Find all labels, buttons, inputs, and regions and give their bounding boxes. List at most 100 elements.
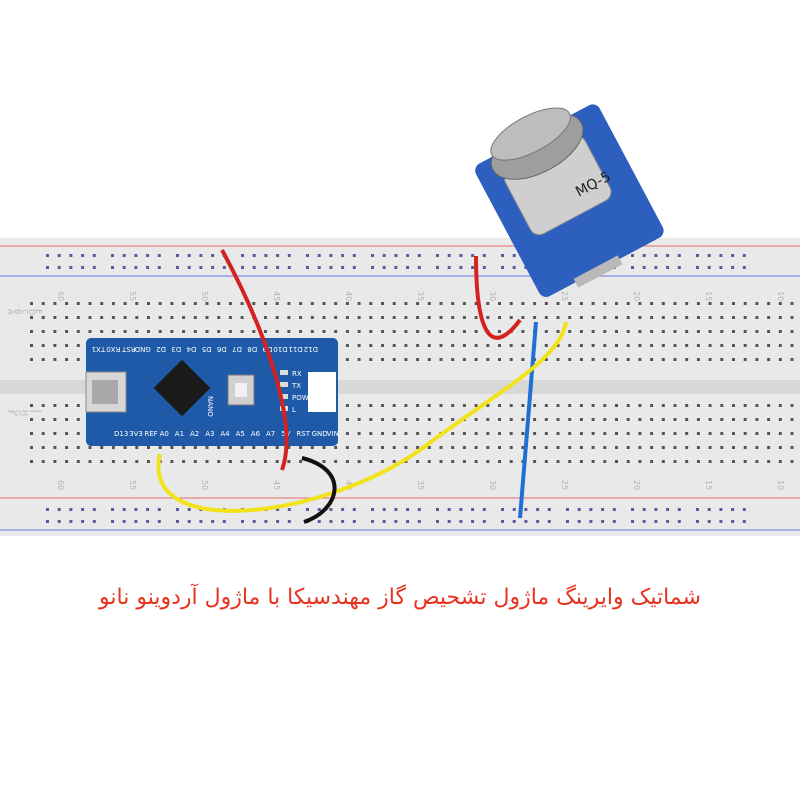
breadboard-hole (638, 344, 642, 347)
breadboard-hole (176, 254, 179, 257)
breadboard-hole (170, 316, 174, 319)
breadboard-hole (666, 254, 670, 257)
breadboard-hole (222, 520, 226, 523)
breadboard-hole (345, 330, 349, 333)
breadboard-hole (579, 418, 583, 421)
breadboard-hole (509, 432, 513, 435)
column-number: 45 (272, 291, 281, 301)
column-number: 15 (704, 480, 713, 490)
breadboard-hole (369, 432, 373, 435)
breadboard-hole (673, 404, 677, 407)
breadboard-hole (486, 418, 490, 421)
breadboard-hole (568, 446, 572, 449)
breadboard-hole (556, 460, 560, 463)
breadboard-hole (241, 254, 244, 257)
breadboard-hole (533, 316, 537, 319)
breadboard-hole (357, 302, 361, 305)
breadboard-hole (416, 418, 420, 421)
breadboard-hole (462, 330, 466, 333)
breadboard-hole (41, 316, 45, 319)
breadboard-hole (317, 254, 321, 257)
breadboard-hole (146, 520, 150, 523)
breadboard-hole (322, 316, 326, 319)
breadboard-hole (486, 404, 490, 407)
breadboard-hole (685, 460, 689, 463)
breadboard-hole (720, 432, 724, 435)
breadboard-hole (790, 446, 794, 449)
breadboard-hole (579, 302, 583, 305)
breadboard-hole (369, 460, 373, 463)
row-letter: F (6, 410, 15, 415)
breadboard-hole (790, 418, 794, 421)
breadboard-hole (459, 254, 463, 257)
breadboard-hole (778, 302, 782, 305)
breadboard-hole (654, 508, 658, 511)
breadboard-hole (673, 344, 677, 347)
nano-top-pin-label: D7 (232, 345, 242, 353)
breadboard-hole (677, 254, 681, 257)
breadboard-hole (719, 508, 723, 511)
nano-bottom-pin-label: GND (312, 430, 328, 438)
column-number: 30 (488, 480, 497, 490)
nano-led-label: L (292, 406, 296, 414)
breadboard-hole (439, 302, 443, 305)
breadboard-hole (685, 330, 689, 333)
breadboard-hole (416, 330, 420, 333)
breadboard-hole (264, 446, 267, 449)
breadboard-hole (123, 302, 127, 305)
breadboard-hole (329, 520, 333, 523)
breadboard-hole (157, 520, 161, 523)
column-number: 40 (344, 291, 353, 301)
breadboard-hole (482, 520, 486, 523)
breadboard-hole (685, 404, 689, 407)
breadboard-hole (666, 508, 670, 511)
breadboard-hole (589, 520, 593, 523)
breadboard-hole (650, 302, 654, 305)
breadboard-hole (603, 302, 607, 305)
breadboard-hole (357, 446, 361, 449)
breadboard-hole (76, 446, 80, 449)
nano-led-label: RX (292, 370, 302, 378)
breadboard-hole (427, 446, 431, 449)
breadboard-hole (264, 520, 268, 523)
breadboard-hole (708, 460, 712, 463)
breadboard-hole (92, 520, 96, 523)
column-number: 20 (632, 480, 641, 490)
breadboard-hole (673, 358, 677, 361)
breadboard-hole (53, 418, 57, 421)
breadboard-hole (439, 460, 443, 463)
nano-led-label: TX (291, 382, 301, 390)
breadboard-hole (228, 460, 232, 463)
breadboard-hole (615, 460, 618, 463)
breadboard-hole (30, 404, 33, 407)
breadboard-hole (732, 460, 735, 463)
breadboard-hole (568, 330, 572, 333)
breadboard-hole (778, 432, 782, 435)
nano-led (280, 382, 288, 387)
breadboard-hole (696, 404, 700, 407)
row-letter: H (20, 410, 29, 416)
breadboard-hole (417, 266, 421, 269)
breadboard-hole (661, 344, 665, 347)
breadboard-hole (134, 520, 138, 523)
breadboard-hole (447, 254, 451, 257)
breadboard-hole (462, 316, 466, 319)
breadboard-hole (451, 432, 455, 435)
breadboard-hole (615, 316, 618, 319)
breadboard-hole (547, 520, 551, 523)
nano-bottom-pin-label: 3V3 (129, 430, 143, 438)
breadboard-hole (566, 508, 569, 511)
breadboard-hole (404, 344, 408, 347)
breadboard-hole (416, 446, 420, 449)
breadboard-hole (30, 446, 33, 449)
breadboard-hole (436, 520, 439, 523)
breadboard-hole (436, 266, 439, 269)
breadboard-hole (299, 460, 303, 463)
breadboard-hole (732, 418, 735, 421)
breadboard-hole (603, 446, 607, 449)
breadboard-hole (767, 302, 771, 305)
breadboard-hole (462, 404, 466, 407)
breadboard-hole (661, 330, 665, 333)
nano-top-pin-label: GND (135, 345, 151, 353)
breadboard-hole (696, 446, 700, 449)
